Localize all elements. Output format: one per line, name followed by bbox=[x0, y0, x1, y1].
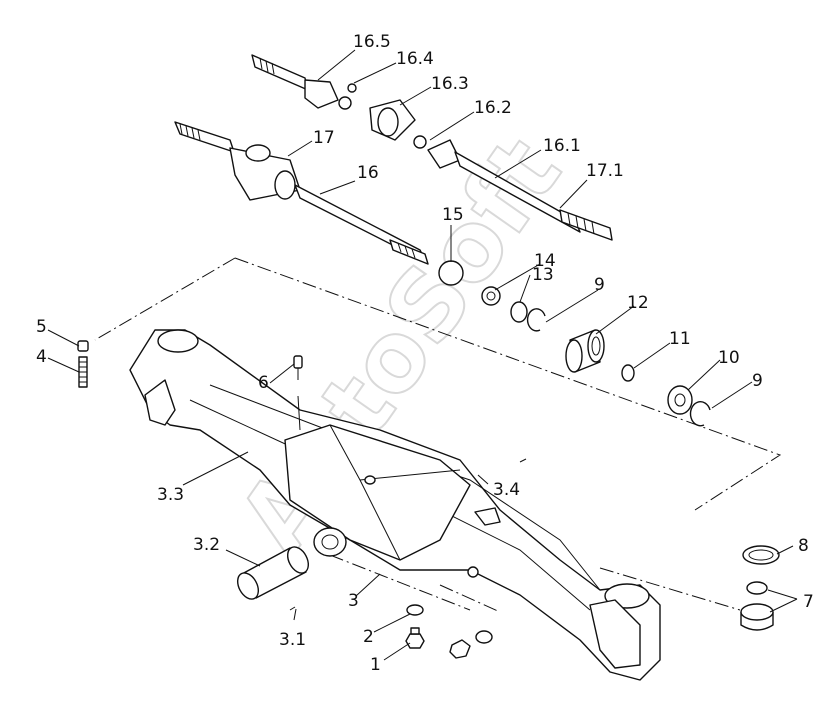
label-6: 6 bbox=[258, 373, 269, 393]
cap-5 bbox=[77, 340, 89, 352]
plug-1 bbox=[405, 627, 425, 649]
label-3-4: 3.4 bbox=[493, 480, 520, 500]
assembly-dash-outline bbox=[94, 257, 782, 613]
label-2: 2 bbox=[363, 627, 374, 647]
seal-8 bbox=[742, 545, 780, 565]
half-shaft-16-1 bbox=[251, 54, 613, 241]
label-16-1: 16.1 bbox=[543, 136, 581, 156]
label-17: 17 bbox=[313, 128, 335, 148]
label-7: 7 bbox=[803, 592, 814, 612]
fitting-6 bbox=[293, 355, 303, 380]
label-4: 4 bbox=[36, 347, 47, 367]
label-12: 12 bbox=[627, 293, 649, 313]
washer-14 bbox=[481, 286, 501, 306]
axle-housing bbox=[129, 329, 661, 681]
bearing-12 bbox=[565, 329, 605, 373]
bolt-4 bbox=[78, 356, 88, 388]
label-10: 10 bbox=[718, 348, 740, 368]
label-3-2: 3.2 bbox=[193, 535, 220, 555]
cylinder-part-3-2 bbox=[236, 546, 310, 600]
label-11: 11 bbox=[669, 329, 691, 349]
bushing-7 bbox=[740, 581, 774, 631]
plug-side bbox=[449, 630, 493, 659]
label-16-5: 16.5 bbox=[353, 32, 391, 52]
label-8: 8 bbox=[798, 536, 809, 556]
ring-11 bbox=[621, 364, 635, 382]
label-3-1: 3.1 bbox=[279, 630, 306, 650]
label-17-1: 17.1 bbox=[586, 161, 624, 181]
label-15: 15 bbox=[442, 205, 464, 225]
label-16-3: 16.3 bbox=[431, 74, 469, 94]
label-5: 5 bbox=[36, 317, 47, 337]
label-16: 16 bbox=[357, 163, 379, 183]
ring-13 bbox=[510, 301, 528, 323]
label-3-3: 3.3 bbox=[157, 485, 184, 505]
label-13: 13 bbox=[532, 265, 554, 285]
bearing-10 bbox=[667, 385, 693, 415]
leader-lines bbox=[47, 49, 798, 661]
label-3: 3 bbox=[348, 591, 359, 611]
washer-2 bbox=[406, 604, 424, 616]
label-9-top: 9 bbox=[594, 275, 605, 295]
o-ring-15 bbox=[438, 260, 464, 286]
snap-ring-9a bbox=[526, 308, 546, 332]
snap-ring-9b bbox=[689, 401, 711, 427]
pin-3-4 bbox=[519, 458, 527, 463]
label-1: 1 bbox=[370, 655, 381, 675]
label-16-4: 16.4 bbox=[396, 49, 434, 69]
label-16-2: 16.2 bbox=[474, 98, 512, 118]
pin-3-1 bbox=[289, 606, 296, 611]
label-9-bottom: 9 bbox=[752, 371, 763, 391]
label-14: 14 bbox=[534, 251, 556, 271]
half-shaft-16 bbox=[174, 121, 429, 265]
